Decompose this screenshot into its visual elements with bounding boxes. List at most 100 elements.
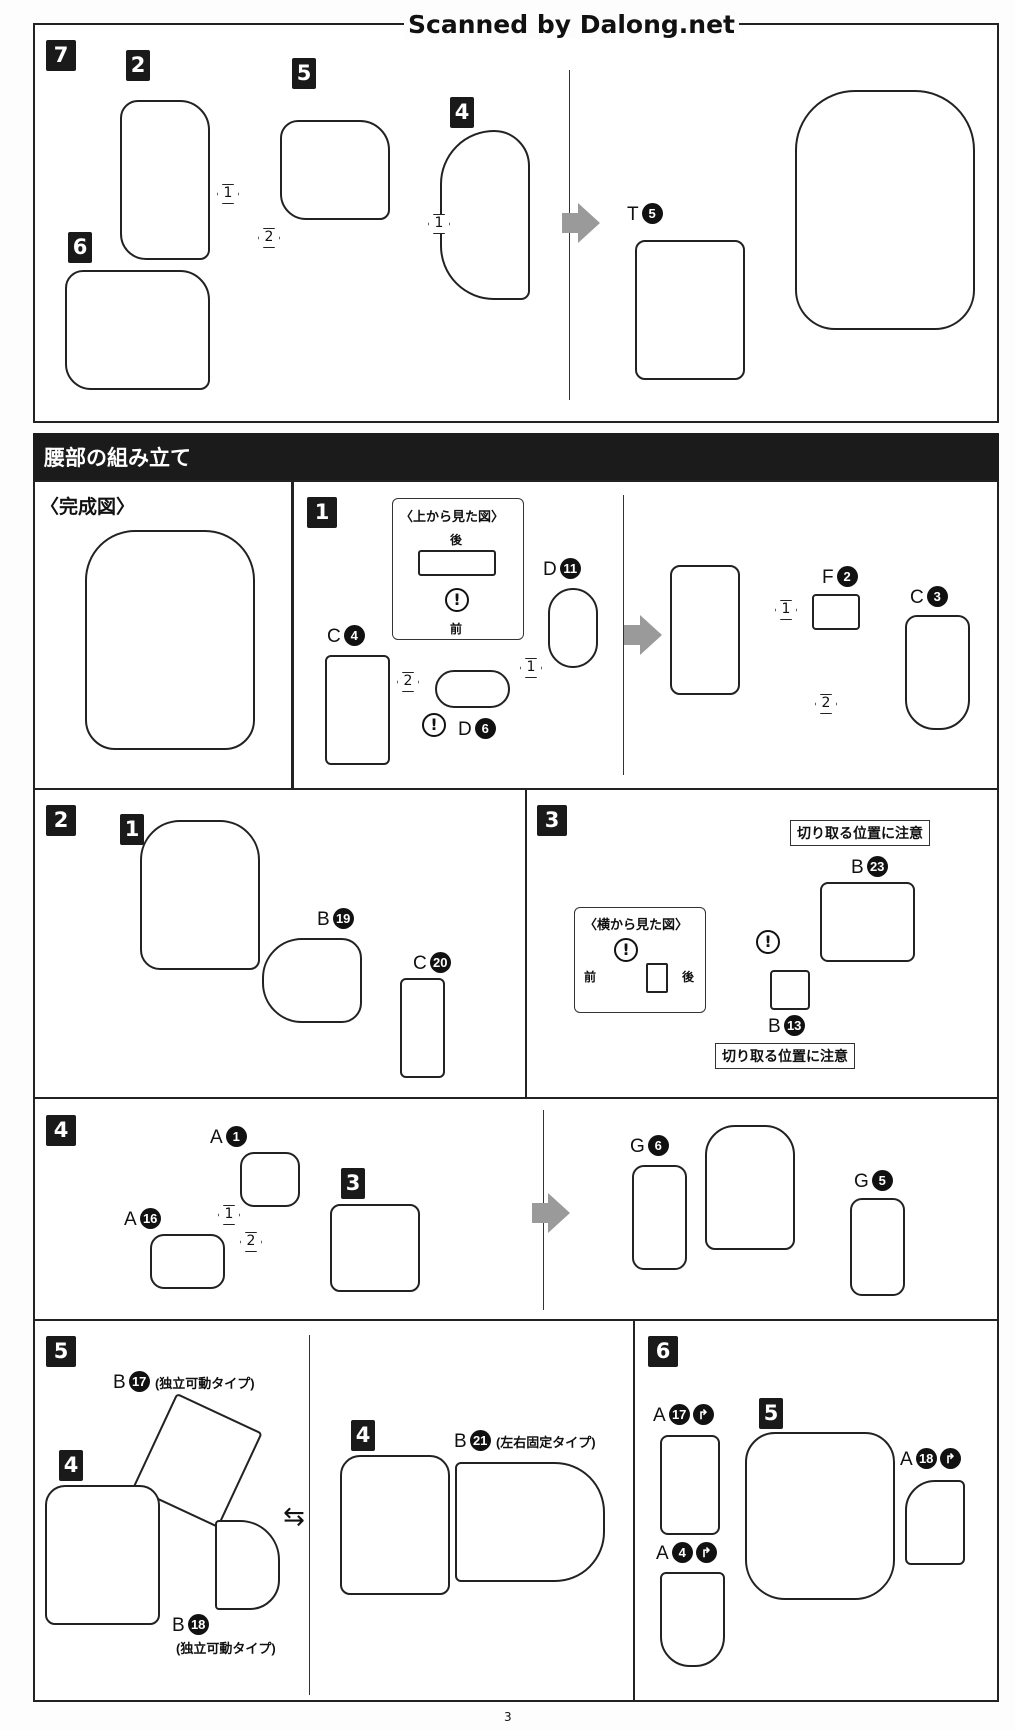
part-illustration <box>660 1572 725 1667</box>
cut-position-note: 切り取る位置に注意 <box>715 1043 855 1069</box>
sub-step-6: 6 <box>68 232 92 263</box>
part-illustration <box>905 615 970 730</box>
part-illustration <box>705 1125 795 1250</box>
next-arrow-icon <box>562 203 600 243</box>
part-illustration <box>85 530 255 750</box>
part-illustration <box>770 970 810 1010</box>
sub-step-4: 4 <box>351 1420 375 1451</box>
cut-position-note: 切り取る位置に注意 <box>790 820 930 846</box>
part-illustration <box>660 1435 720 1535</box>
part-illustration <box>45 1485 160 1625</box>
part-illustration <box>745 1432 895 1600</box>
sequence-marker: 1 <box>520 658 542 678</box>
gate-icon: ↱ <box>692 1404 714 1425</box>
part-illustration <box>325 655 390 765</box>
part-illustration <box>262 938 362 1023</box>
next-arrow-icon <box>624 615 662 655</box>
part-illustration <box>646 963 668 993</box>
step-number-2: 2 <box>46 805 76 836</box>
top-view-callout <box>392 498 524 640</box>
sub-step-4: 4 <box>59 1450 83 1481</box>
sub-step-5: 5 <box>759 1398 783 1429</box>
step-number-1: 1 <box>307 497 337 528</box>
part-illustration <box>330 1204 420 1292</box>
sub-step-1: 1 <box>120 814 144 845</box>
label-back: 後 <box>450 533 463 547</box>
section-header <box>33 433 999 480</box>
sub-step-4: 4 <box>450 97 474 128</box>
step4-panel <box>33 1097 999 1321</box>
label-front: 前 <box>450 622 463 636</box>
part-illustration <box>820 882 915 962</box>
sequence-marker: 2 <box>397 672 419 692</box>
warning-icon: ! <box>756 930 780 954</box>
sub-step-3: 3 <box>341 1168 365 1199</box>
part-illustration <box>635 240 745 380</box>
part-illustration <box>455 1462 605 1582</box>
sequence-marker: 1 <box>428 214 450 234</box>
label-back: 後 <box>682 970 695 984</box>
part-illustration <box>548 588 598 668</box>
step7-divider <box>569 70 570 400</box>
watermark: Scanned by Dalong.net <box>404 10 740 39</box>
step-number-6: 6 <box>648 1336 678 1367</box>
part-illustration <box>418 550 496 576</box>
part-illustration <box>150 1234 225 1289</box>
warning-icon: ! <box>422 713 446 737</box>
part-illustration <box>120 100 210 260</box>
part-illustration <box>215 1520 280 1610</box>
gate-icon: ↱ <box>939 1448 961 1469</box>
sequence-marker: 1 <box>775 600 797 620</box>
sequence-marker: 2 <box>815 694 837 714</box>
callout-title: 〈上から見た図〉 <box>400 509 505 524</box>
part-illustration <box>850 1198 905 1296</box>
step5-divider <box>309 1335 310 1695</box>
part-illustration <box>440 130 530 300</box>
step-number-7: 7 <box>46 40 76 71</box>
section-title: 腰部の組み立て <box>44 446 191 470</box>
gate-icon: ↱ <box>695 1542 717 1563</box>
part-illustration <box>65 270 210 390</box>
part-illustration <box>670 565 740 695</box>
side-view-callout <box>574 907 706 1013</box>
part-type-b18: (独立可動タイプ) <box>176 1641 276 1656</box>
warning-icon: ! <box>445 588 469 612</box>
swap-arrow-icon: ⇆ <box>283 1502 305 1532</box>
warning-icon: ! <box>614 938 638 962</box>
step1-divider <box>623 495 624 775</box>
page-number: 3 <box>504 1710 512 1724</box>
step-number-4: 4 <box>46 1115 76 1146</box>
part-illustration <box>435 670 510 708</box>
sequence-marker: 2 <box>258 228 280 248</box>
step-number-5: 5 <box>46 1336 76 1367</box>
sequence-marker: 2 <box>240 1232 262 1252</box>
step-number-3: 3 <box>537 805 567 836</box>
label-front: 前 <box>584 970 597 984</box>
part-illustration <box>812 594 860 630</box>
part-illustration <box>905 1480 965 1565</box>
part-illustration <box>240 1152 300 1207</box>
part-illustration <box>632 1165 687 1270</box>
sequence-marker: 1 <box>218 1205 240 1225</box>
part-illustration <box>795 90 975 330</box>
next-arrow-icon <box>532 1193 570 1233</box>
